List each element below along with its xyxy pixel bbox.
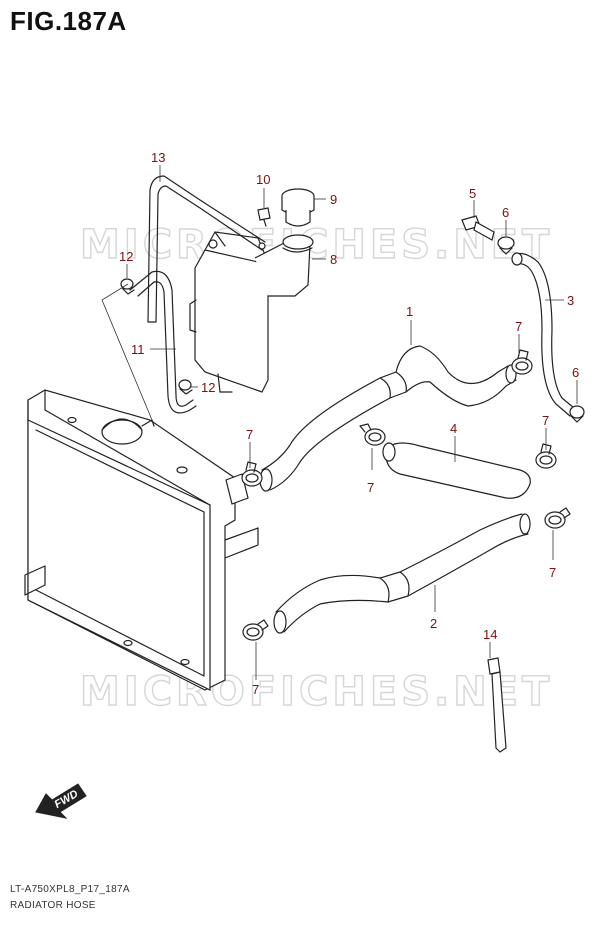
radiator bbox=[24, 389, 259, 691]
callout-6-upper: 6 bbox=[502, 205, 509, 220]
clamp-12-upper bbox=[120, 278, 135, 295]
fwd-arrow: FWD bbox=[35, 783, 87, 819]
callout-4: 4 bbox=[450, 421, 457, 436]
figure-title: FIG.187A bbox=[10, 6, 127, 36]
clamp-7-hose1-right bbox=[511, 349, 533, 375]
clamp-7-hose2-right bbox=[544, 507, 571, 529]
callout-7-e: 7 bbox=[549, 565, 556, 580]
bolt-5 bbox=[461, 215, 495, 241]
callout-7-d: 7 bbox=[542, 413, 549, 428]
callout-7-c: 7 bbox=[367, 480, 374, 495]
callout-14: 14 bbox=[483, 627, 497, 642]
hose-2 bbox=[273, 513, 531, 634]
clamp-7-hose4-left bbox=[359, 423, 386, 446]
callout-10: 10 bbox=[256, 172, 270, 187]
cable-tie-14 bbox=[487, 657, 507, 753]
callout-8: 8 bbox=[330, 252, 337, 267]
callouts: 1 2 3 4 5 6 6 7 7 7 7 7 7 8 9 10 11 12 1… bbox=[119, 150, 579, 697]
watermark-bottom: MICROFICHES.NET bbox=[80, 669, 553, 715]
reservoir-cap bbox=[281, 188, 315, 227]
callout-1: 1 bbox=[406, 304, 413, 319]
callout-12-upper: 12 bbox=[119, 249, 133, 264]
radiator-cap bbox=[101, 419, 143, 445]
hose-4 bbox=[382, 442, 531, 499]
clamp-7-hose4-right bbox=[535, 443, 557, 469]
hose-11 bbox=[129, 270, 197, 414]
callout-13: 13 bbox=[151, 150, 165, 165]
callout-7-a: 7 bbox=[515, 319, 522, 334]
clamp-12-lower bbox=[178, 379, 193, 395]
callout-7-b: 7 bbox=[246, 427, 253, 442]
callout-2: 2 bbox=[430, 616, 437, 631]
clamp-6-lower bbox=[569, 405, 585, 423]
hose-3 bbox=[511, 252, 575, 417]
clamp-6-upper bbox=[497, 236, 515, 255]
callout-9: 9 bbox=[330, 192, 337, 207]
callout-7-f: 7 bbox=[252, 682, 259, 697]
callout-11: 11 bbox=[131, 342, 145, 357]
bolt-10 bbox=[257, 207, 271, 227]
hose-1 bbox=[259, 345, 517, 492]
callout-3: 3 bbox=[567, 293, 574, 308]
footer-part-code: LT-A750XPL8_P17_187A bbox=[10, 884, 130, 895]
clamp-7-hose2-left bbox=[242, 619, 269, 641]
clamp-7-hose1-left bbox=[241, 461, 263, 487]
reservoir-tank bbox=[189, 231, 314, 393]
footer-description: RADIATOR HOSE bbox=[10, 900, 96, 911]
callout-6-lower: 6 bbox=[572, 365, 579, 380]
callout-12-lower: 12 bbox=[201, 380, 215, 395]
callout-5: 5 bbox=[469, 186, 476, 201]
leader-lines bbox=[101, 165, 578, 680]
overflow-hose-13 bbox=[147, 175, 266, 323]
